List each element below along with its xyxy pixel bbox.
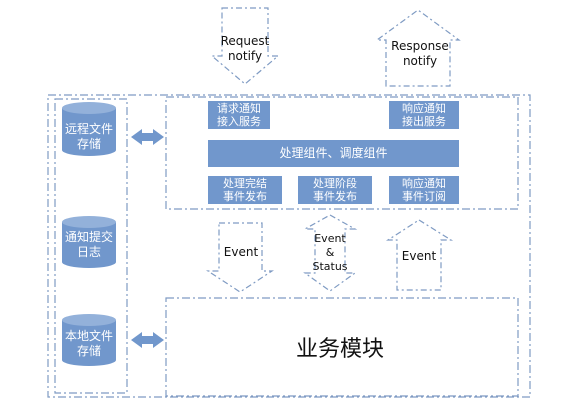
- request-notify-label: Request notify: [220, 34, 270, 63]
- subscribe-response-event: 响应通知 事件订阅: [389, 176, 459, 204]
- response-arrow: [375, 9, 461, 87]
- double-arrow-local: [131, 332, 164, 348]
- processing-bar: 处理组件、调度组件: [208, 140, 459, 167]
- business-container: [165, 297, 519, 397]
- event-up-arrow: [385, 219, 454, 291]
- local-storage-label: 本地文件 存储: [64, 329, 113, 358]
- business-module-title: 业务模块: [295, 337, 384, 362]
- access-request-service: 请求通知 接入服务: [208, 101, 270, 129]
- outer-container: [47, 94, 531, 398]
- event-status-arrow: [302, 214, 358, 292]
- remote-storage-label: 远程文件 存储: [64, 122, 113, 151]
- event-down-label: Event: [223, 245, 259, 259]
- services-container: [165, 96, 519, 210]
- cylinder-remote-storage: [62, 102, 116, 156]
- publish-stage-event: 处理阶段 事件发布: [298, 176, 372, 204]
- publish-complete-event: 处理完结 事件发布: [208, 176, 282, 204]
- notify-log-label: 通知提交 日志: [64, 230, 113, 259]
- access-response-service: 响应通知 接出服务: [389, 101, 459, 129]
- request-arrow: [210, 7, 280, 85]
- double-arrow-remote: [131, 129, 164, 145]
- storage-column: [54, 98, 128, 394]
- cylinder-notify-log: [62, 216, 116, 268]
- event-up-label: Event: [401, 249, 437, 263]
- cylinder-local-storage: [62, 314, 116, 366]
- event-status-label: Event & Status: [312, 232, 348, 273]
- response-notify-label: Response notify: [391, 39, 449, 68]
- event-down-arrow: [205, 222, 275, 293]
